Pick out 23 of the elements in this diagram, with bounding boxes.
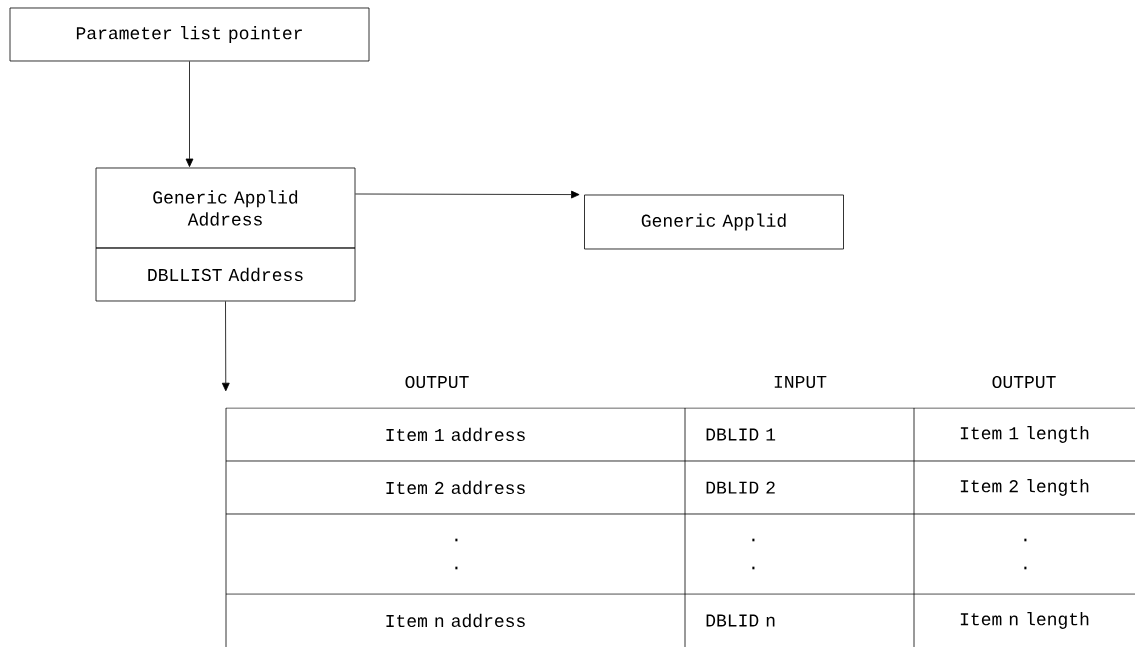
table-cell: DBLID n [706,614,775,627]
table-cell: Item 2 address [386,480,525,495]
arrow [355,190,580,199]
address-cell: Generic Applid Address [95,167,356,249]
column-header: OUTPUT [405,375,469,389]
table-cell: Item 1 length [960,426,1089,443]
table-cell: DBLID 1 [706,428,776,441]
table-cell: Item 1 address [386,427,525,442]
table-grid [225,407,1135,647]
arrow [221,301,230,392]
table-cell: Item n length [960,612,1089,629]
table-cell: Item 2 length [960,479,1089,496]
column-header: OUTPUT [992,375,1056,389]
table-cell: . . [752,538,755,570]
table-cell: DBLID 2 [706,481,775,494]
arrow [185,61,194,167]
address-cell: DBLLIST Address [95,247,356,302]
table-cell: . . [1024,538,1027,570]
table-cell: Item n address [386,613,525,628]
table-cell: . . [455,538,458,570]
pointer-box: Parameter list pointer [9,7,370,62]
applid-box: Generic Applid [584,194,844,250]
column-header: INPUT [774,376,827,388]
